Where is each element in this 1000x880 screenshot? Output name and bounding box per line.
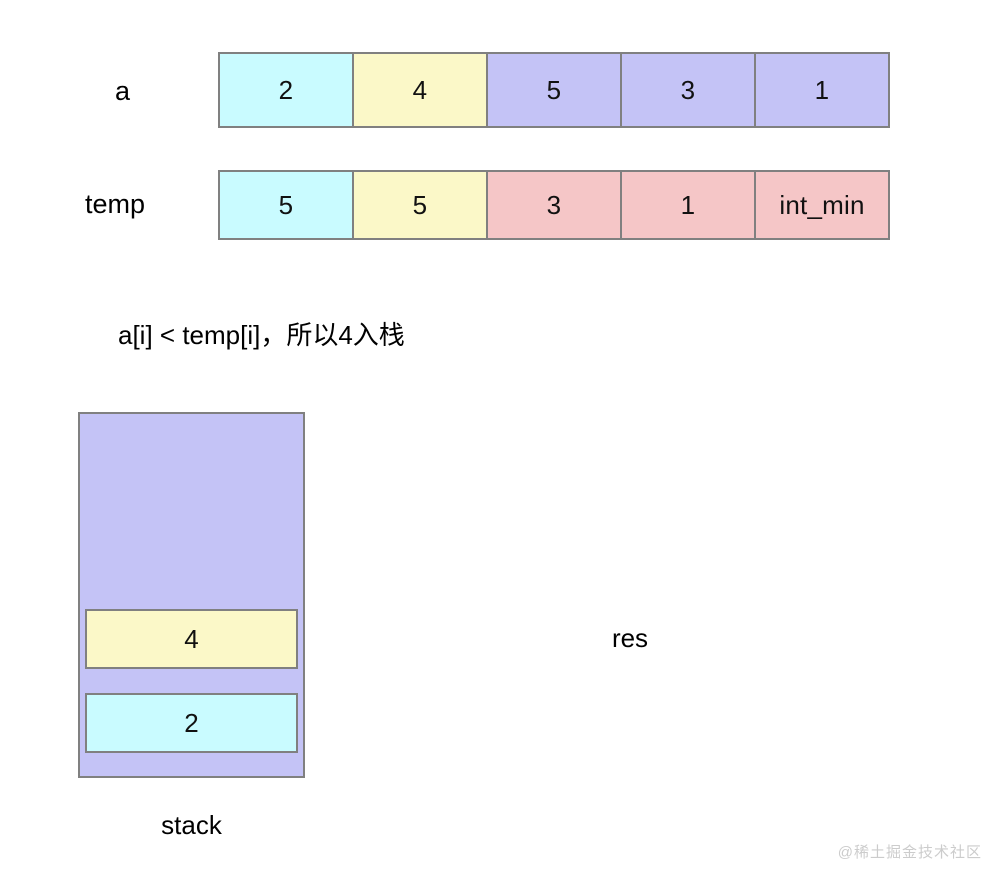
array-a-cell-3: 3 [620,52,756,128]
annotation-text: a[i] < temp[i]，所以4入栈 [118,320,405,350]
stack-item-top: 4 [85,609,298,669]
array-a-cell-0: 2 [218,52,354,128]
stack-item-bottom: 2 [85,693,298,753]
watermark: @稀土掘金技术社区 [837,844,982,861]
array-label-temp: temp [85,189,146,219]
array-a-cell-1: 4 [352,52,488,128]
array-row-temp: 5 5 3 1 int_min [218,170,890,240]
array-temp-cell-4: int_min [754,170,890,240]
array-temp-cell-0: 5 [218,170,354,240]
array-a-cell-4: 1 [754,52,890,128]
res-caption: res [611,623,649,653]
array-temp-cell-3: 1 [620,170,756,240]
array-a-cell-2: 5 [486,52,622,128]
array-temp-cell-1: 5 [352,170,488,240]
array-row-a: 2 4 5 3 1 [218,52,890,128]
array-temp-cell-2: 3 [486,170,622,240]
stack-caption: stack [161,810,222,840]
array-label-a: a [115,76,131,106]
